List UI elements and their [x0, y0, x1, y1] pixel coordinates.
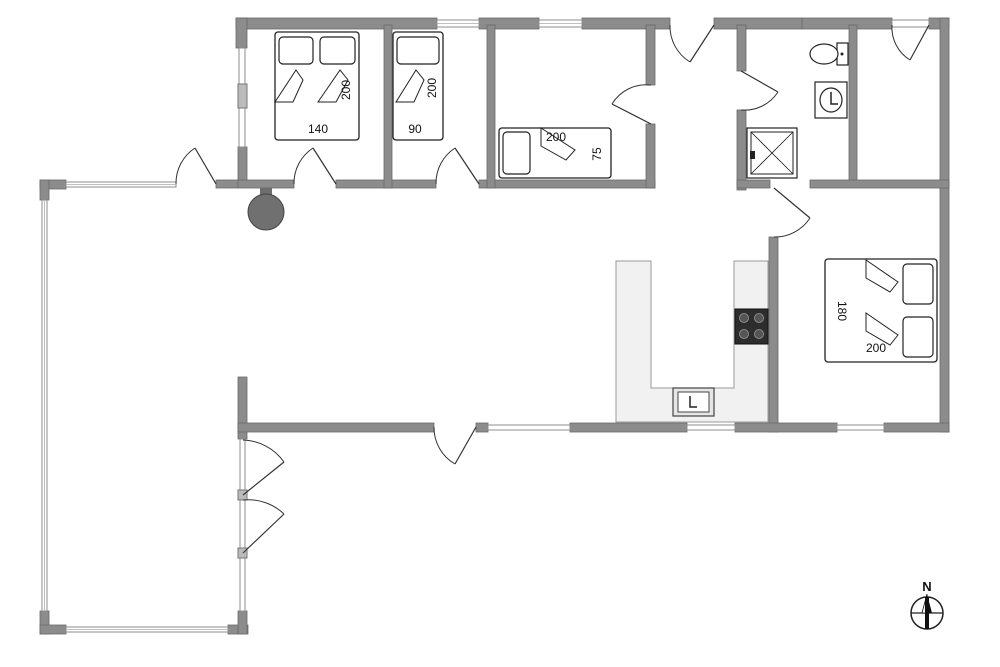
shower-icon	[746, 127, 798, 179]
wall	[581, 17, 671, 30]
bed-single-room2: 90 200	[392, 31, 444, 141]
bed-double-room4: 180 200	[824, 258, 938, 363]
hob-burner	[739, 329, 749, 339]
wall	[237, 179, 295, 189]
wall	[768, 236, 779, 433]
wall	[736, 179, 771, 189]
wall	[486, 24, 496, 189]
bed-length-label: 200	[866, 341, 886, 355]
bathroom-fixtures	[746, 42, 849, 179]
wall	[39, 179, 50, 201]
wall	[883, 422, 950, 433]
bed-length-label: 200	[425, 78, 439, 98]
window-mullion	[237, 83, 248, 109]
bed-length-label: 200	[546, 130, 566, 144]
washbasin-icon	[814, 81, 848, 119]
windows	[41, 19, 930, 633]
walls	[39, 17, 950, 635]
chimney	[260, 188, 272, 198]
wall	[237, 610, 248, 635]
wall	[645, 123, 656, 189]
door-swing	[611, 84, 652, 105]
wall	[475, 422, 489, 433]
wall	[809, 179, 950, 189]
bed-width-label: 140	[308, 122, 328, 136]
door-swing	[740, 91, 779, 111]
wall	[569, 422, 688, 433]
bed-single-room3: 200 75	[498, 127, 612, 179]
compass: N	[910, 579, 944, 630]
wall	[39, 624, 67, 635]
wall	[645, 24, 656, 86]
wall	[848, 24, 858, 188]
toilet-icon	[809, 42, 849, 66]
window	[891, 19, 930, 28]
window	[836, 424, 885, 431]
door-swing	[773, 217, 811, 238]
wall	[237, 422, 435, 433]
wall	[478, 179, 656, 189]
compass-north-label: N	[922, 579, 931, 594]
door-swing	[293, 147, 314, 185]
wall	[736, 24, 747, 72]
wall	[801, 17, 893, 30]
wall	[383, 24, 393, 189]
hob-burner	[739, 313, 749, 323]
window	[239, 438, 246, 612]
wall	[215, 179, 239, 189]
door-swing	[175, 147, 196, 185]
kitchen-sink-icon	[672, 387, 715, 417]
bed-length-label: 200	[339, 80, 353, 100]
wall	[235, 17, 438, 30]
bed-width-label: 180	[835, 301, 849, 321]
hob-burner	[754, 313, 764, 323]
wall	[734, 422, 838, 433]
terrace-door-swing	[242, 499, 285, 515]
door-swing	[435, 147, 456, 185]
stove-icon	[247, 193, 285, 231]
hob-icon	[734, 308, 769, 345]
doors	[175, 24, 930, 554]
wall	[939, 17, 950, 433]
window	[487, 424, 571, 431]
terrace-door-swing	[242, 439, 285, 463]
wall	[736, 109, 747, 191]
hob-burner	[754, 329, 764, 339]
bed-width-label: 90	[408, 122, 422, 136]
wall	[235, 17, 248, 49]
door-swing	[669, 24, 691, 63]
wall	[713, 17, 803, 30]
door-swing	[433, 426, 456, 465]
bed-double-room1: 140 200	[274, 31, 360, 141]
bed-width-label: 75	[590, 147, 604, 161]
kitchen	[615, 260, 769, 423]
door-swing	[891, 24, 911, 61]
window	[686, 424, 736, 431]
